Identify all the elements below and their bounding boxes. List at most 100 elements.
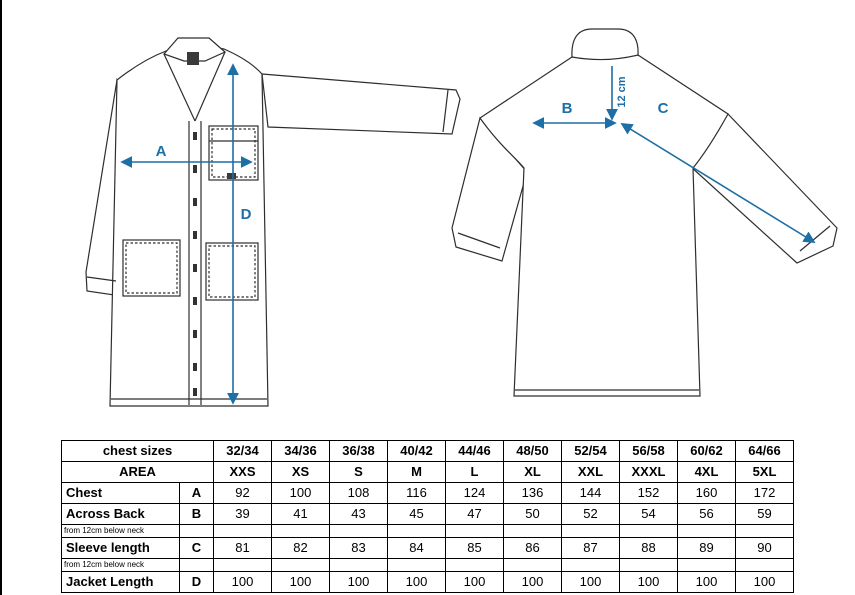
empty-cell bbox=[735, 558, 794, 572]
chest-pocket-tab bbox=[227, 173, 236, 179]
label-a: A bbox=[156, 143, 167, 160]
across-back-note-row: from 12cm below neck bbox=[61, 524, 794, 538]
area-letter: B bbox=[179, 503, 214, 525]
empty-cell bbox=[387, 524, 446, 538]
row-label: Chest bbox=[61, 482, 180, 504]
size-code-cell: 34/36 bbox=[271, 440, 330, 462]
empty-cell bbox=[445, 524, 504, 538]
across-back-row: Across Back B 39 41 43 45 47 50 52 54 56… bbox=[61, 503, 794, 525]
label-d: D bbox=[241, 206, 252, 223]
front-left-pocket-stitch bbox=[125, 242, 178, 294]
size-name-cell: 4XL bbox=[677, 461, 736, 483]
front-right-cuff-line bbox=[442, 89, 449, 133]
size-value-cell: 59 bbox=[735, 503, 794, 525]
size-name-cell: 5XL bbox=[735, 461, 794, 483]
row-label: Across Back bbox=[61, 503, 180, 525]
size-value-cell: 81 bbox=[213, 537, 272, 559]
brand-tag bbox=[187, 52, 199, 65]
empty-cell bbox=[329, 558, 388, 572]
size-code-cell: 32/34 bbox=[213, 440, 272, 462]
area-header: AREA bbox=[61, 461, 214, 483]
size-value-cell: 86 bbox=[503, 537, 562, 559]
size-value-cell: 82 bbox=[271, 537, 330, 559]
size-code-cell: 36/38 bbox=[329, 440, 388, 462]
size-value-cell: 39 bbox=[213, 503, 272, 525]
lab-coat-diagram: A D B C 12 cm bbox=[85, 28, 838, 407]
empty-cell bbox=[445, 558, 504, 572]
page-left-border bbox=[0, 0, 2, 595]
size-value-cell: 100 bbox=[445, 571, 504, 593]
size-value-cell: 43 bbox=[329, 503, 388, 525]
empty-cell bbox=[735, 524, 794, 538]
size-value-cell: 100 bbox=[387, 571, 446, 593]
size-value-cell: 47 bbox=[445, 503, 504, 525]
size-name-cell: XXL bbox=[561, 461, 620, 483]
back-left-cuff-line bbox=[457, 232, 501, 249]
empty-cell bbox=[619, 558, 678, 572]
size-value-cell: 152 bbox=[619, 482, 678, 504]
area-letter: D bbox=[179, 571, 214, 593]
front-left-pocket bbox=[122, 239, 181, 297]
size-value-cell: 124 bbox=[445, 482, 504, 504]
row-label: Jacket Length bbox=[61, 571, 180, 593]
row-label: Sleeve length bbox=[61, 537, 180, 559]
size-value-cell: 56 bbox=[677, 503, 736, 525]
size-value-cell: 100 bbox=[677, 571, 736, 593]
front-right-lapel-line bbox=[194, 51, 226, 122]
size-name-cell: S bbox=[329, 461, 388, 483]
front-view-drawing bbox=[85, 37, 461, 407]
size-name-cell: XXXL bbox=[619, 461, 678, 483]
front-right-pocket bbox=[205, 242, 259, 301]
size-value-cell: 116 bbox=[387, 482, 446, 504]
empty-cell bbox=[329, 524, 388, 538]
size-names-row: AREA XXS XS S M L XL XXL XXXL 4XL 5XL bbox=[61, 461, 794, 483]
size-value-cell: 85 bbox=[445, 537, 504, 559]
size-value-cell: 100 bbox=[271, 482, 330, 504]
size-value-cell: 144 bbox=[561, 482, 620, 504]
size-value-cell: 100 bbox=[619, 571, 678, 593]
size-value-cell: 100 bbox=[329, 571, 388, 593]
area-letter: C bbox=[179, 537, 214, 559]
empty-cell bbox=[619, 524, 678, 538]
empty-cell bbox=[179, 558, 214, 572]
size-value-cell: 100 bbox=[271, 571, 330, 593]
front-right-sleeve bbox=[261, 73, 461, 135]
neck-offset-label: 12 cm bbox=[616, 76, 628, 107]
size-code-cell: 48/50 bbox=[503, 440, 562, 462]
size-value-cell: 160 bbox=[677, 482, 736, 504]
size-value-cell: 41 bbox=[271, 503, 330, 525]
sleeve-length-note-row: from 12cm below neck bbox=[61, 558, 794, 572]
front-left-cuff-line bbox=[86, 276, 117, 282]
back-collar bbox=[571, 28, 639, 61]
size-value-cell: 100 bbox=[213, 571, 272, 593]
size-value-cell: 90 bbox=[735, 537, 794, 559]
size-code-cell: 40/42 bbox=[387, 440, 446, 462]
size-code-cell: 44/46 bbox=[445, 440, 504, 462]
size-code-cell: 56/58 bbox=[619, 440, 678, 462]
chest-sizes-header: chest sizes bbox=[61, 440, 214, 462]
size-chart-table: chest sizes 32/34 34/36 36/38 40/42 44/4… bbox=[61, 440, 794, 593]
sleeve-length-row: Sleeve length C 81 82 83 84 85 86 87 88 … bbox=[61, 537, 794, 559]
size-value-cell: 89 bbox=[677, 537, 736, 559]
size-value-cell: 84 bbox=[387, 537, 446, 559]
chest-row: Chest A 92 100 108 116 124 136 144 152 1… bbox=[61, 482, 794, 504]
empty-cell bbox=[271, 558, 330, 572]
size-code-cell: 52/54 bbox=[561, 440, 620, 462]
empty-cell bbox=[561, 558, 620, 572]
size-value-cell: 172 bbox=[735, 482, 794, 504]
measurement-note: from 12cm below neck bbox=[61, 524, 180, 538]
size-value-cell: 92 bbox=[213, 482, 272, 504]
size-name-cell: M bbox=[387, 461, 446, 483]
back-body bbox=[479, 54, 729, 397]
sleeve-length-arrow bbox=[620, 123, 816, 243]
label-b: B bbox=[562, 100, 573, 117]
empty-cell bbox=[503, 558, 562, 572]
size-value-cell: 54 bbox=[619, 503, 678, 525]
size-code-cell: 64/66 bbox=[735, 440, 794, 462]
size-value-cell: 100 bbox=[503, 571, 562, 593]
size-value-cell: 108 bbox=[329, 482, 388, 504]
size-value-cell: 100 bbox=[561, 571, 620, 593]
empty-cell bbox=[503, 524, 562, 538]
measurement-note: from 12cm below neck bbox=[61, 558, 180, 572]
